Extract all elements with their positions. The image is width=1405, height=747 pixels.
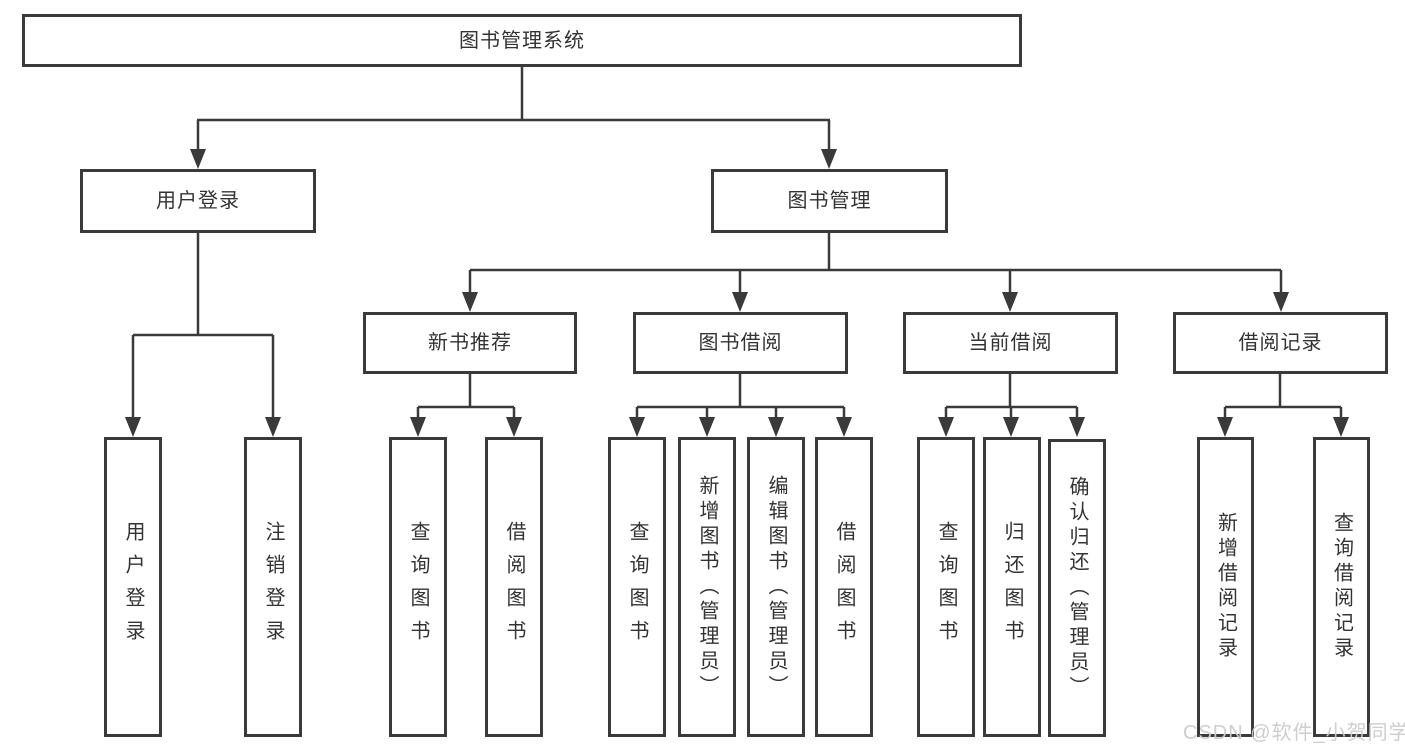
csdn-watermark: CSDN @软件_小贺同学: [1183, 722, 1405, 744]
leaf-user-login: 用户登录: [104, 437, 162, 737]
node-root: 图书管理系统: [22, 14, 1022, 67]
node-new-book-recommend: 新书推荐: [363, 312, 577, 374]
leaf-recommend-query-books: 查询图书: [389, 437, 447, 737]
node-current-borrow: 当前借阅: [903, 312, 1118, 374]
leaf-borrow-query-books: 查询图书: [608, 437, 666, 737]
leaf-return-books: 归还图书: [983, 437, 1041, 737]
leaf-recommend-borrow-books: 借阅图书: [485, 437, 543, 737]
leaf-add-borrow-record: 新增借阅记录: [1197, 437, 1254, 737]
node-book-management: 图书管理: [711, 169, 948, 233]
leaf-current-query-books: 查询图书: [917, 437, 975, 737]
leaf-add-books-admin: 新增图书（管理员）: [678, 437, 736, 737]
leaf-edit-books-admin: 编辑图书（管理员）: [747, 437, 805, 737]
leaf-logout: 注销登录: [244, 437, 302, 737]
leaf-confirm-return-admin: 确认归还（管理员）: [1048, 439, 1106, 737]
node-borrow-records: 借阅记录: [1173, 312, 1388, 374]
leaf-borrow-books: 借阅图书: [815, 437, 873, 737]
node-book-borrow: 图书借阅: [633, 312, 848, 374]
leaf-query-borrow-record: 查询借阅记录: [1313, 437, 1370, 737]
node-user-login: 用户登录: [80, 169, 316, 233]
